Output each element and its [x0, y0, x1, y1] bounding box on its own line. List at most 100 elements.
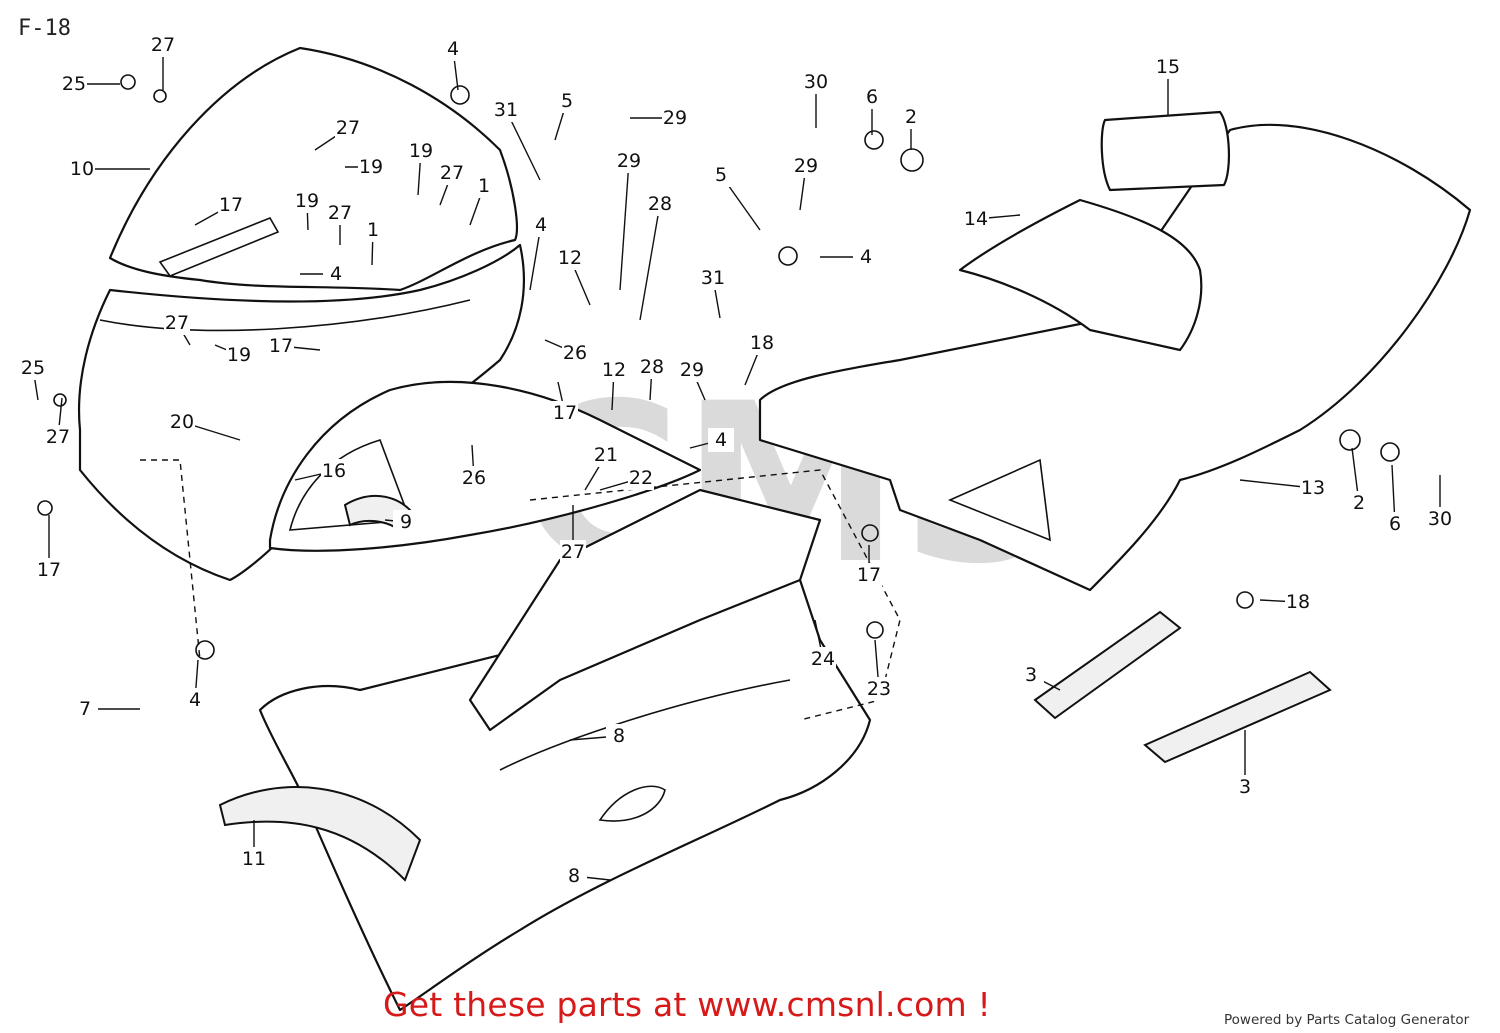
callout-bg [358, 155, 384, 179]
callout-number: 7 [79, 698, 91, 720]
callout-bg [647, 192, 673, 216]
callout-0: 27 [150, 33, 176, 90]
callout-bg [859, 85, 885, 109]
callout-number: 12 [558, 247, 582, 269]
callout-42: 17 [552, 381, 578, 425]
callout-number: 21 [594, 444, 618, 466]
callout-bg [182, 688, 208, 712]
callout-number: 29 [680, 359, 704, 381]
callout-13: 19 [408, 139, 434, 196]
callout-46: 22 [599, 466, 654, 491]
callout-bg [1155, 55, 1181, 79]
callout-bg [327, 201, 353, 225]
callout-number: 9 [400, 511, 412, 533]
callout-25: 4 [528, 213, 554, 291]
callout-11: 27 [314, 116, 361, 151]
callout-bg [1346, 491, 1372, 515]
callout-bg [810, 647, 836, 671]
callout-24: 14 [963, 207, 1021, 231]
callout-60: 7 [72, 697, 140, 721]
callout-bg [793, 154, 819, 178]
callout-number: 4 [535, 214, 547, 236]
callout-bg [560, 540, 586, 564]
callout-number: 2 [905, 106, 917, 128]
callout-bg [323, 262, 349, 286]
callout-63: 11 [241, 820, 267, 871]
callout-bg [898, 105, 924, 129]
callout-58: 3 [1018, 663, 1061, 691]
callout-number: 12 [602, 359, 626, 381]
callout-number: 22 [629, 467, 653, 489]
callout-number: 4 [189, 689, 201, 711]
callout-22: 5 [708, 163, 761, 231]
callout-number: 28 [648, 193, 672, 215]
callout-number: 27 [165, 312, 189, 334]
callout-39: 29 [679, 358, 706, 401]
seat [958, 198, 1203, 352]
callout-bg [61, 72, 87, 96]
callout-number: 25 [62, 73, 86, 95]
callout-number: 27 [440, 162, 464, 184]
callout-number: 30 [804, 71, 828, 93]
callout-number: 31 [701, 267, 725, 289]
callout-18: 1 [360, 218, 386, 266]
callout-bg [321, 459, 347, 483]
callout-bg [606, 724, 632, 748]
callout-bg [593, 443, 619, 467]
callout-53: 6 [1382, 464, 1408, 536]
callout-bg [241, 847, 267, 871]
callout-bg [708, 163, 734, 187]
callout-10: 15 [1155, 55, 1181, 115]
callout-number: 31 [494, 99, 518, 121]
tail-cowl-vent [947, 458, 1051, 542]
callout-48: 27 [560, 505, 586, 564]
callout-number: 16 [322, 460, 346, 482]
callout-1: 25 [61, 72, 120, 96]
callout-number: 24 [811, 648, 835, 670]
callout-14: 27 [439, 161, 465, 206]
promo-link[interactable]: Get these parts at www.cmsnl.com ! [383, 985, 991, 1024]
callout-bg [700, 266, 726, 290]
callout-61: 8 [569, 724, 632, 748]
callout-bg [853, 245, 879, 269]
callout-52: 2 [1346, 447, 1372, 515]
callout-bg [616, 149, 642, 173]
callout-51: 13 [1239, 476, 1326, 500]
callout-number: 15 [1156, 56, 1180, 78]
lower-cowl [258, 578, 872, 1012]
callout-number: 29 [663, 107, 687, 129]
callout-number: 20 [170, 411, 194, 433]
callout-number: 6 [1389, 513, 1401, 535]
callout-bg [218, 193, 244, 217]
callout-bg [360, 218, 386, 242]
upper-cowl [77, 243, 526, 582]
callout-bg [856, 563, 882, 587]
windscreen [108, 46, 518, 292]
callout-bg [1232, 775, 1258, 799]
callout-49: 17 [36, 515, 62, 582]
callout-number: 17 [857, 564, 881, 586]
callout-number: 19 [295, 190, 319, 212]
credit-text: Powered by Parts Catalog Generator [1224, 1012, 1470, 1028]
tail-cowl [758, 123, 1472, 592]
callout-bg [150, 33, 176, 57]
callout-bg [528, 213, 554, 237]
callout-number: 19 [409, 140, 433, 162]
callout-62: 3 [1232, 730, 1258, 799]
callout-bg [72, 697, 98, 721]
lower-cowl-vent [598, 785, 666, 822]
callout-number: 8 [613, 725, 625, 747]
callout-26: 4 [820, 245, 879, 269]
callout-55: 18 [1259, 590, 1311, 614]
callout-number: 5 [561, 90, 573, 112]
callout-number: 27 [336, 117, 360, 139]
callout-38: 28 [639, 355, 665, 401]
callout-bg [45, 425, 71, 449]
windscreen-strip [158, 216, 280, 277]
callout-bg [749, 331, 775, 355]
callout-bg [1018, 663, 1044, 687]
callout-bg [562, 341, 588, 365]
callout-31: 19 [214, 343, 252, 367]
